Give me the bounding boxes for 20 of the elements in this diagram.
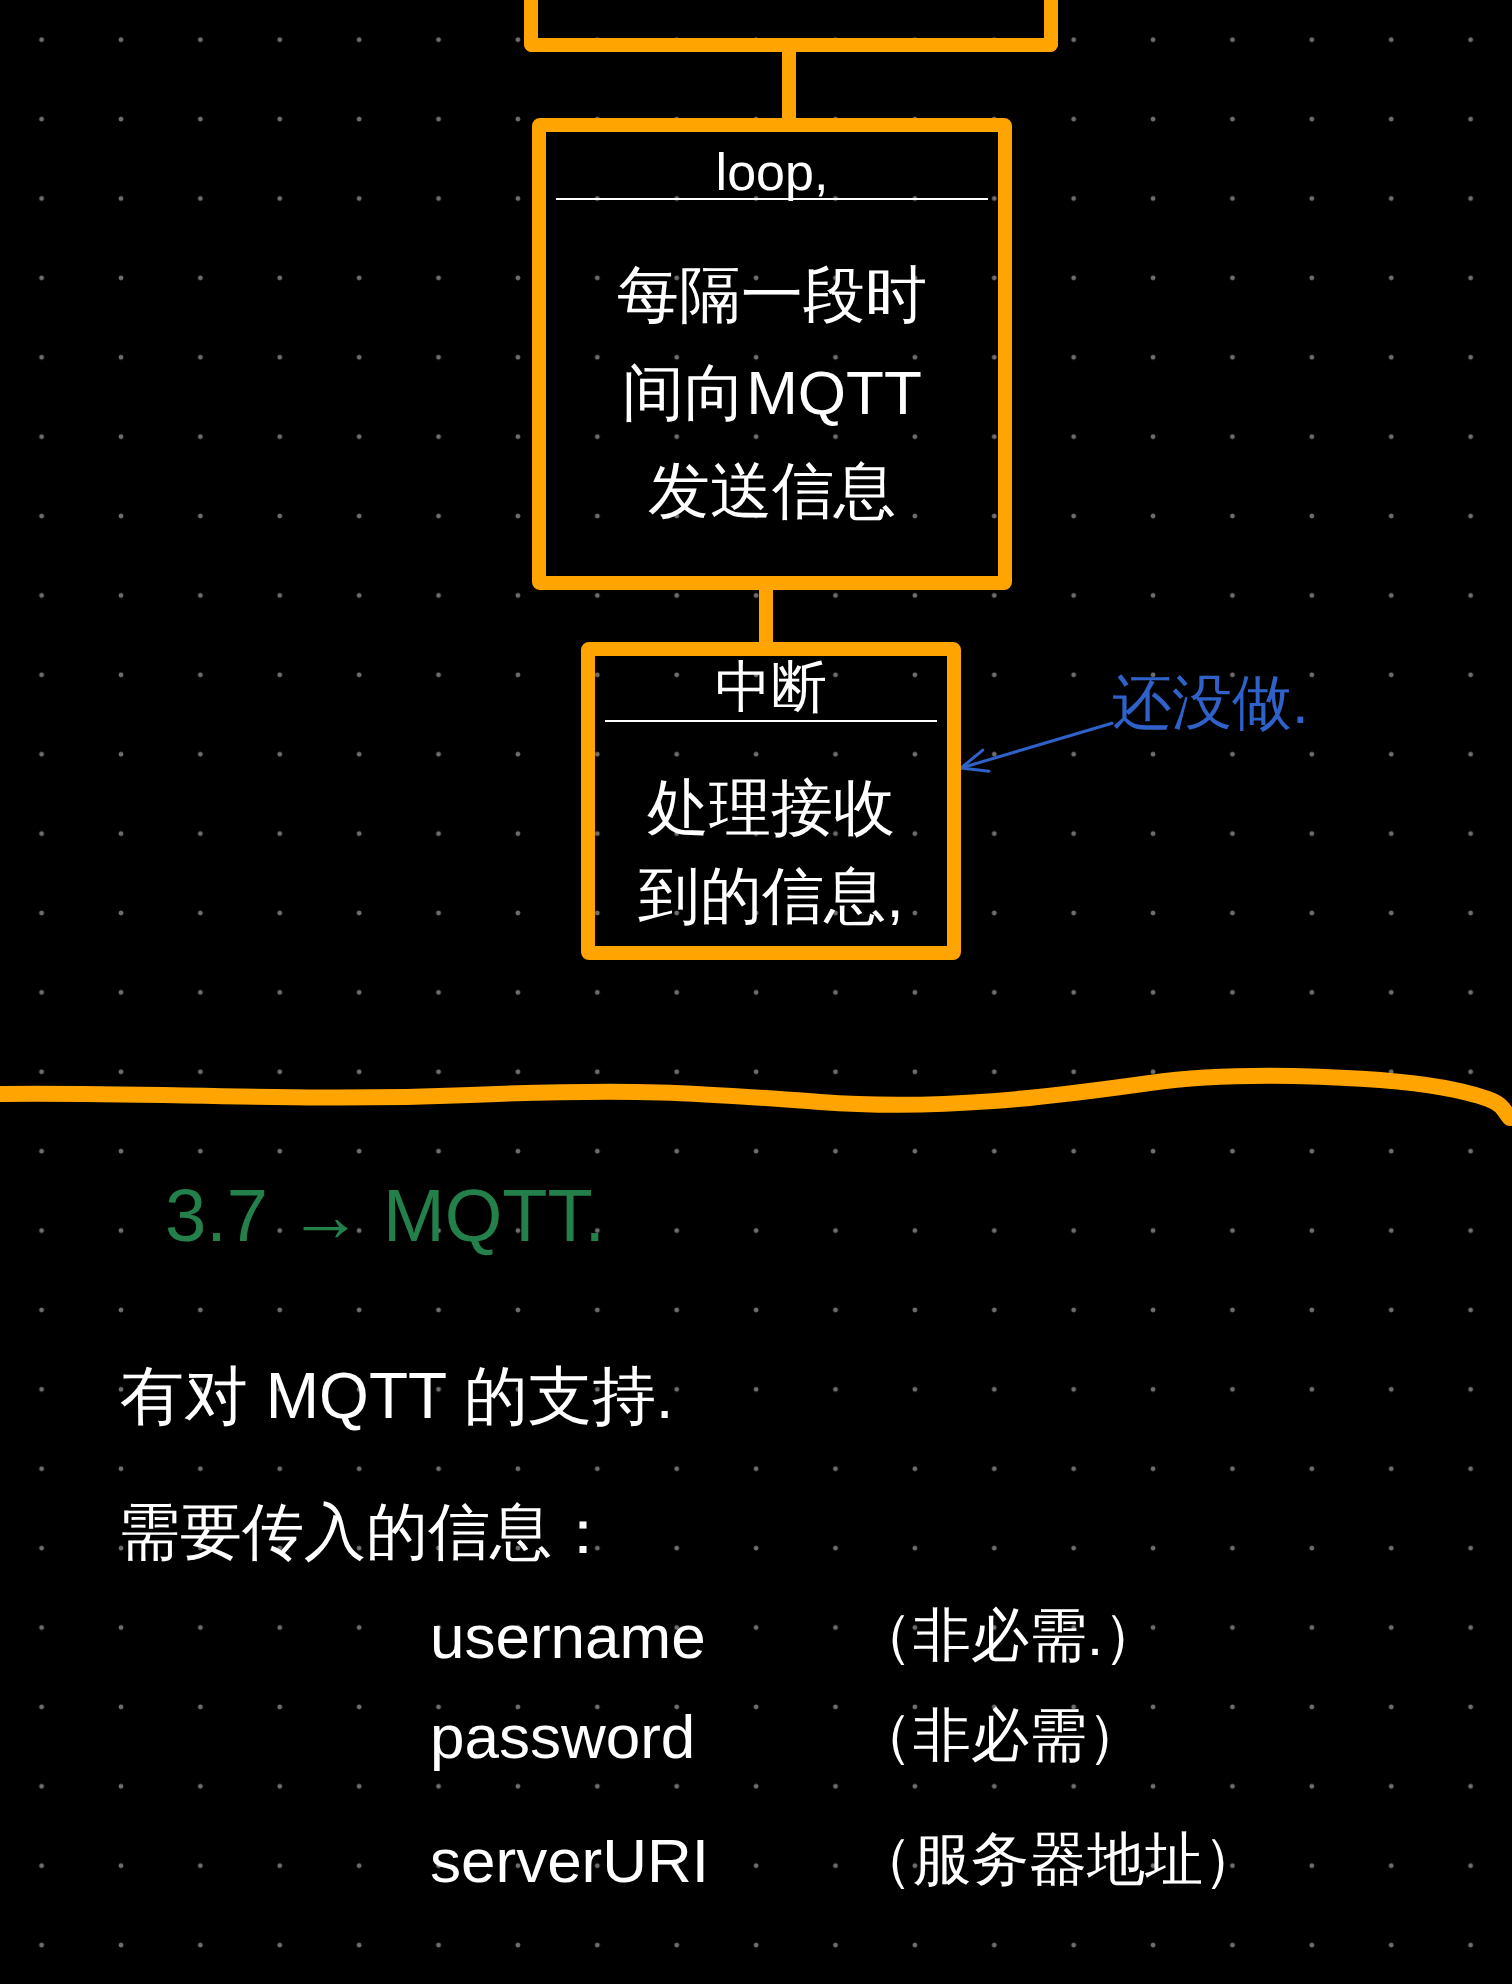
- body-text: 有对 MQTT 的支持.: [120, 1359, 674, 1434]
- field-name: username: [430, 1601, 706, 1673]
- box-text: 每隔一段时间向MQTT发送信息: [616, 259, 928, 527]
- connector-line: [782, 52, 796, 118]
- body-text: 需要传入的信息：: [118, 1496, 614, 1568]
- box-text: 处理接收到的信息,: [637, 772, 905, 932]
- box-heading: loop,: [715, 142, 829, 203]
- process-box: [532, 118, 1012, 590]
- process-box: [581, 642, 961, 960]
- field-note: （服务器地址）: [855, 1825, 1261, 1893]
- process-box: [524, 0, 1058, 52]
- box-heading: 中断: [715, 656, 827, 718]
- field-note: （非必需.）: [855, 1601, 1162, 1669]
- field-name: serverURI: [430, 1825, 710, 1897]
- field-name: password: [430, 1701, 696, 1773]
- field-note: （非必需）: [855, 1701, 1145, 1769]
- connector-line: [759, 590, 773, 642]
- arrow: [959, 721, 1114, 773]
- section-heading: 3.7 → MQTT.: [165, 1173, 605, 1259]
- annotation-text: 还没做.: [1112, 668, 1309, 737]
